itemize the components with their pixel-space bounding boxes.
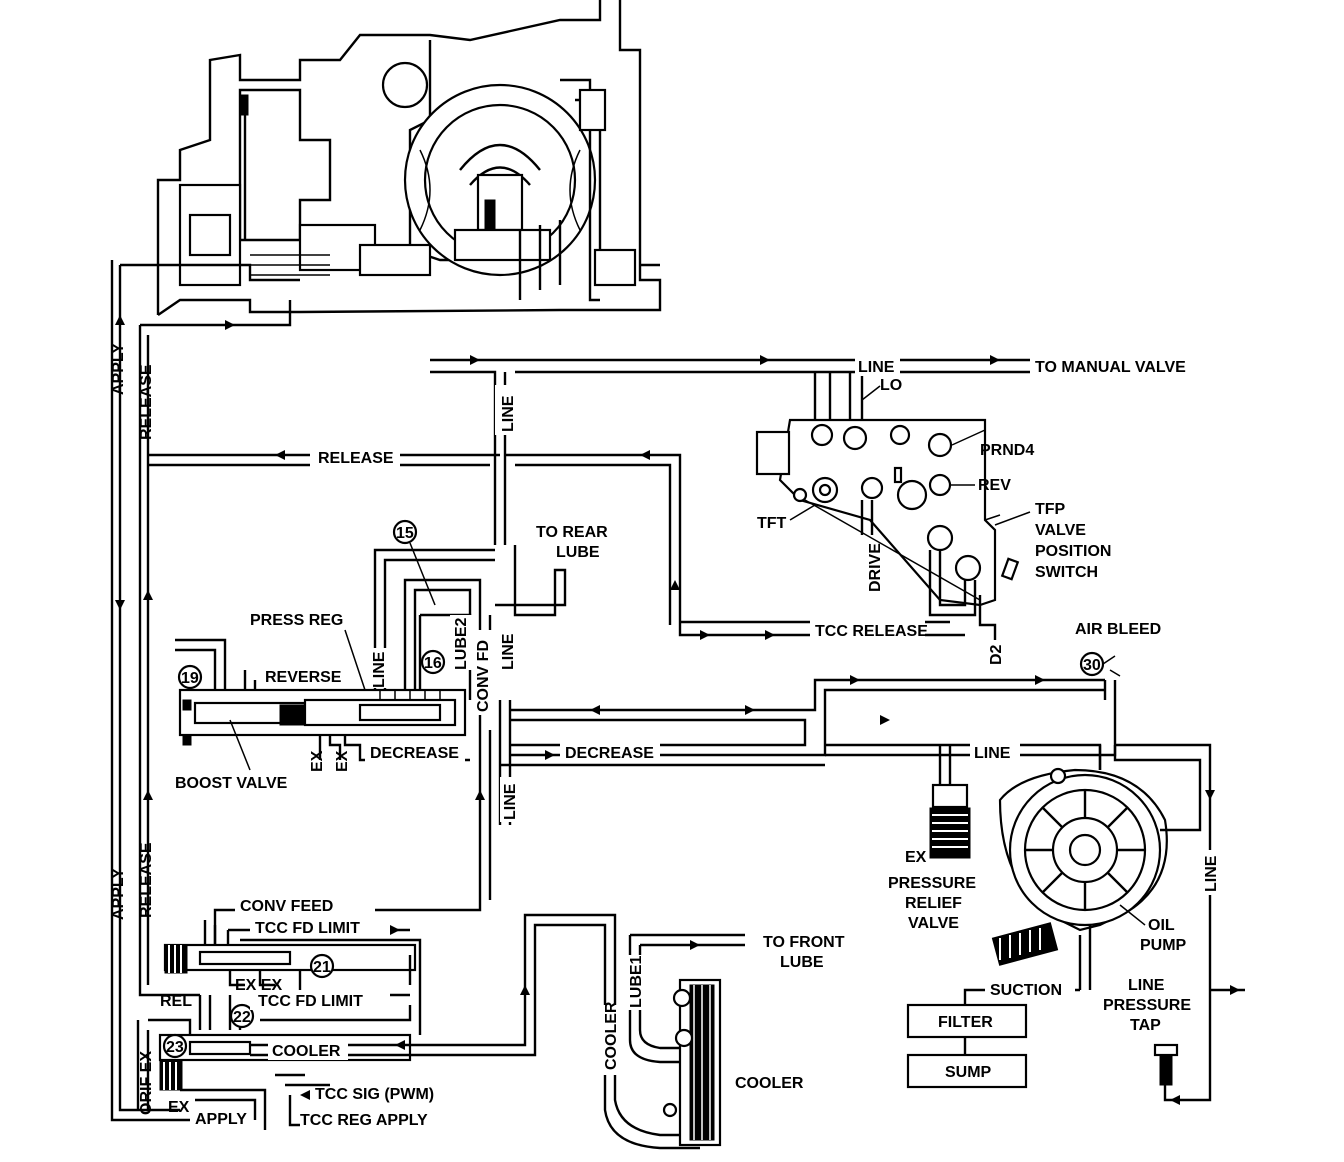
conv-feed-label: CONV FEED <box>240 898 333 915</box>
tcc-fd-limit-label-2: TCC FD LIMIT <box>258 993 363 1010</box>
cooler-label: COOLER <box>735 1075 804 1092</box>
tfp-valve-position-switch <box>755 418 1020 640</box>
sump-box <box>906 1053 1028 1089</box>
checkball-19 <box>177 664 203 690</box>
release-label-left-low: RELEASE <box>138 842 155 918</box>
checkball-23-label: 23 <box>166 1039 184 1056</box>
ex-relief-label: EX <box>905 849 927 866</box>
relief-label-3: VALVE <box>908 915 959 932</box>
line-pressure-tap-label-2: PRESSURE <box>1103 997 1191 1014</box>
filter-label: FILTER <box>938 1014 993 1031</box>
tcc-release-label: TCC RELEASE <box>815 623 928 640</box>
tfp-label-1: TFP <box>1035 501 1066 518</box>
line-label-vertical-4: LINE <box>502 783 519 820</box>
lo-label: LO <box>880 377 902 394</box>
to-front-lube-label-1: TO FRONT <box>763 934 845 951</box>
ex-label-2: EX <box>334 750 351 772</box>
apply-label-left: APPLY <box>110 343 127 395</box>
d2-label: D2 <box>988 644 1005 665</box>
orif-ex-label: ORIF EX <box>138 1051 155 1115</box>
checkball-19-label: 19 <box>181 670 199 687</box>
line-label-pump: LINE <box>1203 855 1220 892</box>
decrease-label-2: DECREASE <box>565 745 654 762</box>
tfp-label-2: VALVE <box>1035 522 1086 539</box>
filter-box <box>906 1003 1028 1039</box>
line-label-vertical-2: LINE <box>371 651 388 688</box>
cooler-assembly <box>603 933 745 1150</box>
to-manual-valve-label: TO MANUAL VALVE <box>1035 359 1186 376</box>
checkball-21-label: 21 <box>313 959 331 976</box>
conv-fd-label: CONV FD <box>475 640 492 712</box>
apply-label-left-low: APPLY <box>110 868 127 920</box>
prnd4-label: PRND4 <box>980 442 1034 459</box>
to-rear-lube-label-2: LUBE <box>556 544 600 561</box>
ex-ex-label: EX EX <box>235 977 282 994</box>
line-pressure-tap-label-1: LINE <box>1128 977 1165 994</box>
line-label-top: LINE <box>858 359 895 376</box>
checkball-22-label: 22 <box>233 1009 251 1026</box>
tft-label: TFT <box>757 515 787 532</box>
relief-label-1: PRESSURE <box>888 875 976 892</box>
sump-label: SUMP <box>945 1064 992 1081</box>
checkball-21 <box>309 953 335 979</box>
to-front-lube-label-2: LUBE <box>780 954 824 971</box>
checkball-15 <box>392 519 418 545</box>
tcc-sig-pwm-label: TCC SIG (PWM) <box>315 1086 434 1103</box>
tfp-label-4: SWITCH <box>1035 564 1098 581</box>
checkball-22 <box>229 1003 255 1029</box>
ex-label-1: EX <box>309 750 326 772</box>
apply-release-lines <box>110 260 500 1122</box>
checkball-30-label: 30 <box>1083 657 1101 674</box>
transmission-case-illustration <box>156 0 662 316</box>
oil-pump-label-1: OIL <box>1148 917 1175 934</box>
tcc-reg-apply-label: TCC REG APPLY <box>300 1112 428 1129</box>
to-rear-lube-label-1: TO REAR <box>536 524 608 541</box>
line-label-vertical-3: LINE <box>500 633 517 670</box>
tfp-label-3: POSITION <box>1035 543 1111 560</box>
checkball-16 <box>420 649 446 675</box>
ex-bottom-label: EX <box>168 1099 190 1116</box>
oil-pump <box>963 743 1245 1102</box>
line-label-vertical-1: LINE <box>500 395 517 432</box>
relief-label-2: RELIEF <box>905 895 962 912</box>
line-label-mid: LINE <box>974 745 1011 762</box>
rel-label: REL <box>160 993 192 1010</box>
release-label-left: RELEASE <box>138 364 155 440</box>
release-label-top: RELEASE <box>318 450 394 467</box>
lube2-label: LUBE2 <box>453 617 470 670</box>
air-bleed-label: AIR BLEED <box>1075 621 1161 638</box>
drive-label: DRIVE <box>867 543 884 592</box>
apply-bottom-label: APPLY <box>195 1111 247 1128</box>
reverse-label: REVERSE <box>265 669 342 686</box>
press-reg-label: PRESS REG <box>250 612 343 629</box>
cooler-line-label: COOLER <box>272 1043 341 1060</box>
pressure-relief-valve <box>929 783 971 859</box>
checkball-15-label: 15 <box>396 525 414 542</box>
cooler-vertical-label: COOLER <box>603 1001 620 1070</box>
rev-label: REV <box>978 477 1011 494</box>
tcc-fd-limit-label-1: TCC FD LIMIT <box>255 920 360 937</box>
boost-valve-label: BOOST VALVE <box>175 775 288 792</box>
decrease-label-1: DECREASE <box>370 745 459 762</box>
oil-pump-label-2: PUMP <box>1140 937 1187 954</box>
lube1-label: LUBE1 <box>628 955 645 1008</box>
suction-label: SUCTION <box>990 982 1062 999</box>
line-pressure-tap-label-3: TAP <box>1130 1017 1161 1034</box>
checkball-23 <box>162 1033 188 1059</box>
checkball-16-label: 16 <box>424 655 442 672</box>
flow-arrows <box>115 315 1240 1105</box>
